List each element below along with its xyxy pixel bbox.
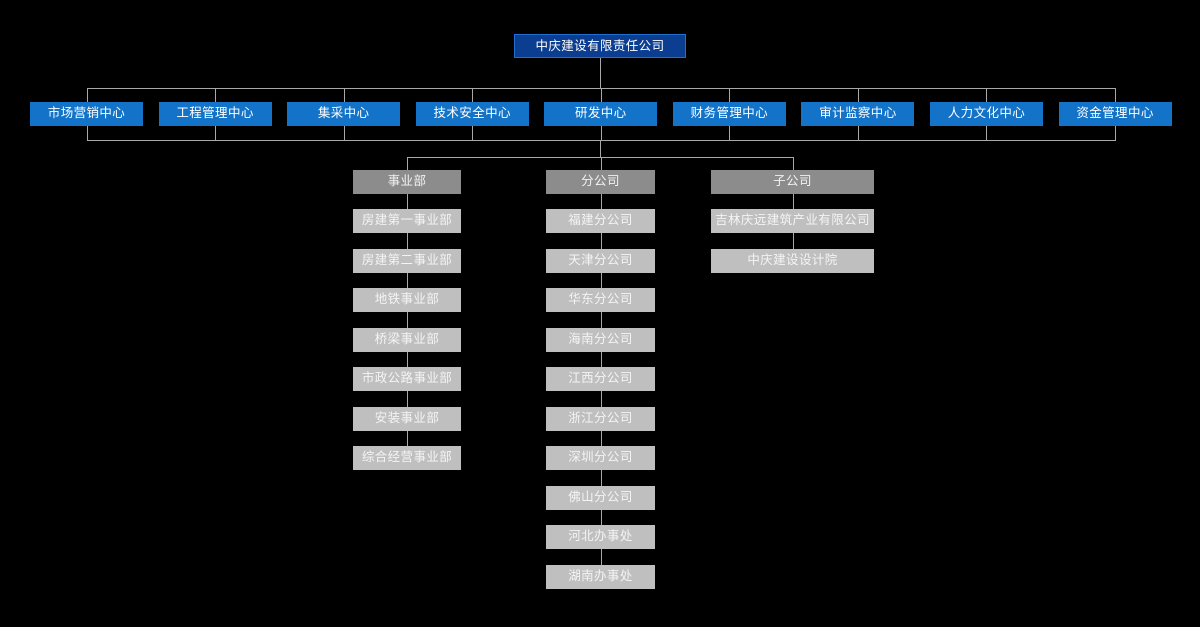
connector-group-1-item-5 (407, 352, 408, 367)
group-2-item-1[interactable]: 福建分公司 (546, 209, 655, 233)
group-2-item-4[interactable]: 海南分公司 (546, 328, 655, 352)
group-header-1[interactable]: 事业部 (353, 170, 461, 194)
connector-bus-to-department-2 (215, 88, 216, 102)
group-1-item-2[interactable]: 房建第二事业部 (353, 249, 461, 273)
connector-bus-to-department-8 (986, 88, 987, 102)
connector-bus-to-group-1 (407, 157, 408, 170)
group-2-item-7[interactable]: 深圳分公司 (546, 446, 655, 470)
connector-bus-to-group-2 (601, 157, 602, 170)
department-node-7[interactable]: 审计监察中心 (801, 102, 915, 126)
department-node-3[interactable]: 集采中心 (287, 102, 401, 126)
group-1-item-3[interactable]: 地铁事业部 (353, 288, 461, 312)
department-node-6[interactable]: 财务管理中心 (672, 102, 786, 126)
group-1-item-4[interactable]: 桥梁事业部 (353, 328, 461, 352)
connector-group-2-item-6 (601, 391, 602, 407)
group-1-item-1[interactable]: 房建第一事业部 (353, 209, 461, 233)
group-2-item-5[interactable]: 江西分公司 (546, 367, 655, 391)
root-node[interactable]: 中庆建设有限责任公司 (514, 34, 686, 58)
connector-bus-to-department-7 (858, 88, 859, 102)
connector-group-2-item-3 (601, 273, 602, 288)
connector-group-1-item-7 (407, 431, 408, 446)
group-3-item-2[interactable]: 中庆建设设计院 (711, 249, 874, 273)
department-node-9[interactable]: 资金管理中心 (1058, 102, 1172, 126)
connector-group-2-item-1 (601, 194, 602, 209)
connector-department-3-to-bus (344, 126, 345, 140)
connector-group-1-item-4 (407, 312, 408, 328)
connector-root-to-bus (600, 58, 601, 88)
bus-departments-bottom (87, 140, 1116, 141)
connector-group-2-item-7 (601, 431, 602, 446)
connector-department-1-to-bus (87, 126, 88, 140)
connector-department-2-to-bus (215, 126, 216, 140)
connector-group-3-item-2 (793, 233, 794, 249)
connector-bus-to-department-5 (601, 88, 602, 102)
connector-bus-to-department-6 (729, 88, 730, 102)
connector-group-1-item-1 (407, 194, 408, 209)
department-node-1[interactable]: 市场营销中心 (30, 102, 143, 126)
group-2-item-8[interactable]: 佛山分公司 (546, 486, 655, 510)
connector-bus-to-department-9 (1115, 88, 1116, 102)
connector-department-9-to-bus (1115, 126, 1116, 140)
connector-department-4-to-bus (472, 126, 473, 140)
connector-bus-to-department-3 (344, 88, 345, 102)
group-2-item-2[interactable]: 天津分公司 (546, 249, 655, 273)
group-2-item-3[interactable]: 华东分公司 (546, 288, 655, 312)
connector-bus-to-groups (600, 140, 601, 157)
department-node-4[interactable]: 技术安全中心 (415, 102, 529, 126)
connector-bus-to-department-4 (472, 88, 473, 102)
connector-bus-to-department-1 (87, 88, 88, 102)
connector-department-5-to-bus (601, 126, 602, 140)
connector-group-2-item-5 (601, 352, 602, 367)
department-node-5[interactable]: 研发中心 (544, 102, 658, 126)
connector-group-2-item-4 (601, 312, 602, 328)
group-2-item-10[interactable]: 湖南办事处 (546, 565, 655, 589)
group-2-item-9[interactable]: 河北办事处 (546, 525, 655, 549)
group-header-3[interactable]: 子公司 (711, 170, 874, 194)
department-node-8[interactable]: 人力文化中心 (929, 102, 1043, 126)
group-header-2[interactable]: 分公司 (546, 170, 655, 194)
connector-department-7-to-bus (858, 126, 859, 140)
group-1-item-6[interactable]: 安装事业部 (353, 407, 461, 431)
group-2-item-6[interactable]: 浙江分公司 (546, 407, 655, 431)
connector-group-1-item-6 (407, 391, 408, 407)
connector-group-1-item-2 (407, 233, 408, 249)
connector-group-1-item-3 (407, 273, 408, 288)
connector-department-8-to-bus (986, 126, 987, 140)
connector-group-2-item-10 (601, 549, 602, 565)
group-1-item-5[interactable]: 市政公路事业部 (353, 367, 461, 391)
connector-group-2-item-9 (601, 510, 602, 525)
department-node-2[interactable]: 工程管理中心 (158, 102, 272, 126)
connector-group-3-item-1 (793, 194, 794, 209)
connector-department-6-to-bus (729, 126, 730, 140)
bus-groups (407, 157, 793, 158)
connector-bus-to-group-3 (793, 157, 794, 170)
group-3-item-1[interactable]: 吉林庆远建筑产业有限公司 (711, 209, 874, 233)
group-1-item-7[interactable]: 综合经营事业部 (353, 446, 461, 470)
connector-group-2-item-2 (601, 233, 602, 249)
connector-group-2-item-8 (601, 470, 602, 486)
